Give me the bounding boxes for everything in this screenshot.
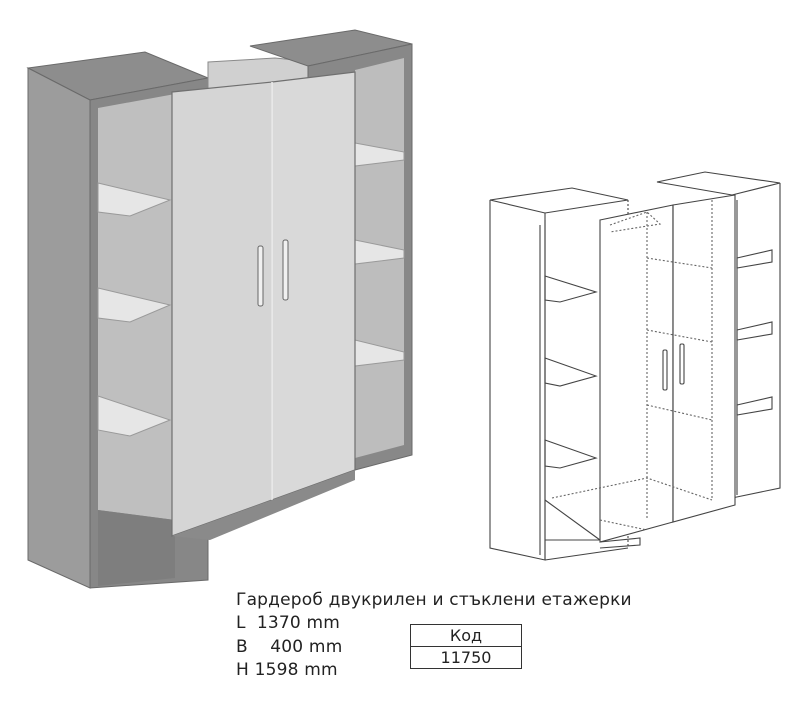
dimension-height: H 1598 mm: [236, 660, 338, 680]
left-shelf-2: [97, 287, 172, 323]
wardrobe-illustrations: [26, 29, 781, 589]
product-title: Гардероб двукрилен и стъклени етажерки: [236, 590, 632, 610]
left-door-handle: [257, 245, 264, 307]
dimension-length: L 1370 mm: [236, 613, 341, 633]
left-shelf-3: [97, 395, 172, 437]
wardrobe-shaded-view: [26, 29, 413, 589]
door-base: [172, 470, 355, 540]
code-value: 11750: [410, 646, 522, 669]
left-shelf-1: [97, 182, 172, 217]
dimension-depth: B 400 mm: [236, 637, 343, 657]
left-unit-side: [27, 67, 91, 589]
wardrobe-line-view: [489, 171, 781, 561]
left-door: [171, 81, 273, 537]
code-header: Код: [410, 624, 522, 647]
right-door-handle: [282, 239, 289, 301]
left-unit-plinth: [98, 510, 175, 586]
product-code-table: Код 11750: [410, 624, 522, 669]
